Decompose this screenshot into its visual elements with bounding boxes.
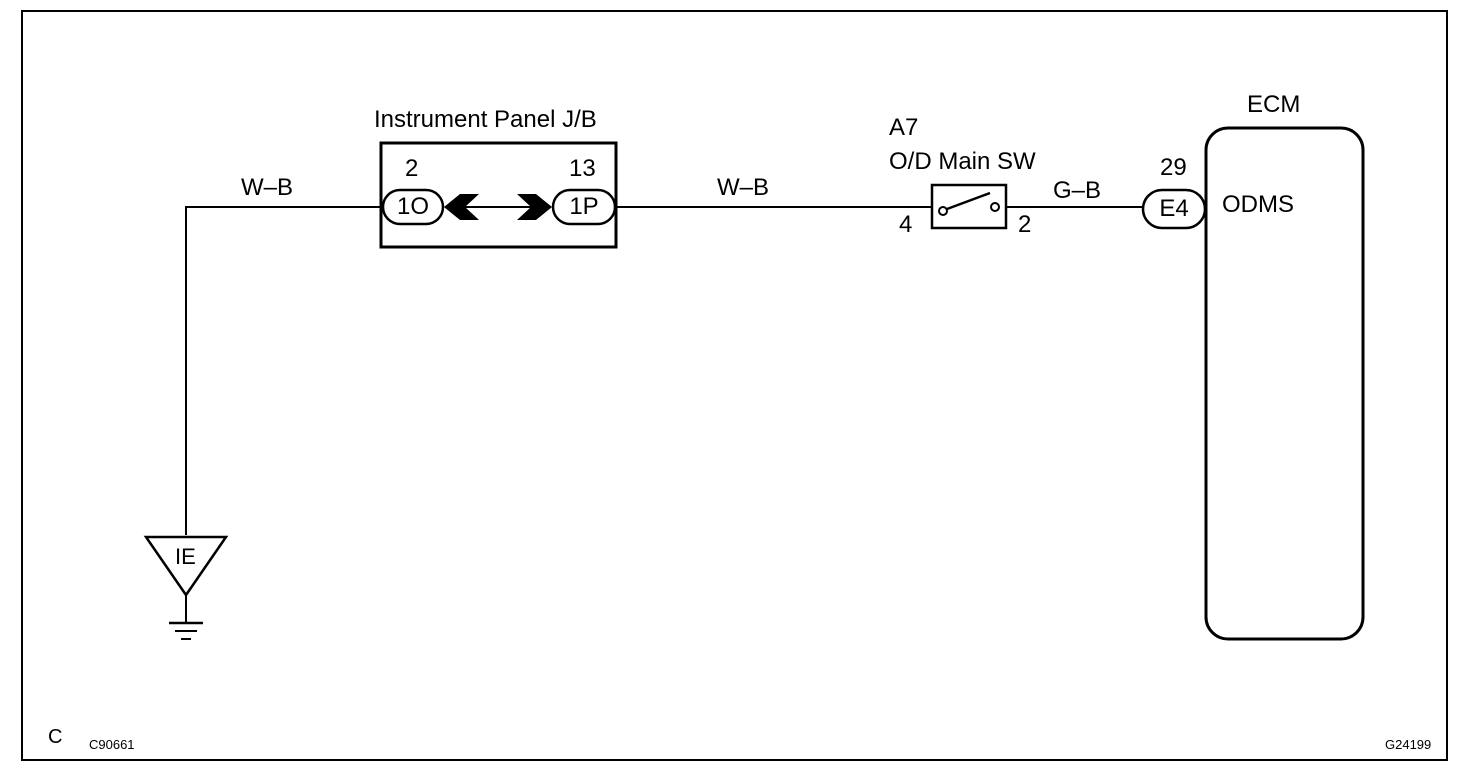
wire-ground-to-jb xyxy=(185,206,383,535)
switch-pin-in: 4 xyxy=(899,211,913,238)
ground-label: IE xyxy=(175,544,196,569)
switch-blade xyxy=(946,191,991,211)
diagram-frame xyxy=(21,10,1448,761)
jb-right-pin: 13 xyxy=(569,155,596,182)
switch-contact-left xyxy=(938,206,948,216)
footer-right-code: G24199 xyxy=(1385,737,1432,752)
jb-right-connector-label: 1P xyxy=(569,193,599,220)
ecm-box xyxy=(1204,126,1365,641)
switch-pin-out: 2 xyxy=(1018,211,1032,238)
footer-left-code: C90661 xyxy=(89,737,135,752)
jb-left-connector-label: 1O xyxy=(396,193,429,220)
wire-label-ground-to-jb: W–B xyxy=(241,174,294,201)
jb-left-chevron xyxy=(444,194,479,220)
wire-label-jb-to-switch: W–B xyxy=(717,174,770,201)
switch-name: O/D Main SW xyxy=(889,148,1036,175)
junction-block-title: Instrument Panel J/B xyxy=(374,106,597,133)
ground-triangle xyxy=(143,535,229,598)
ecm-title: ECM xyxy=(1247,91,1301,118)
footer-left-mark: C xyxy=(48,726,63,748)
junction-block-box xyxy=(379,141,618,249)
jb-left-connector-shape xyxy=(381,188,445,226)
ecm-connector-label: E4 xyxy=(1159,195,1189,222)
jb-left-pin: 2 xyxy=(405,155,419,182)
jb-right-chevron xyxy=(517,194,552,220)
ecm-terminal-label: ODMS xyxy=(1222,191,1294,218)
switch-contact-right xyxy=(990,202,1000,212)
ecm-pin: 29 xyxy=(1160,154,1187,181)
wire-label-switch-to-ecm: G–B xyxy=(1053,177,1102,204)
switch-code: A7 xyxy=(889,114,919,141)
